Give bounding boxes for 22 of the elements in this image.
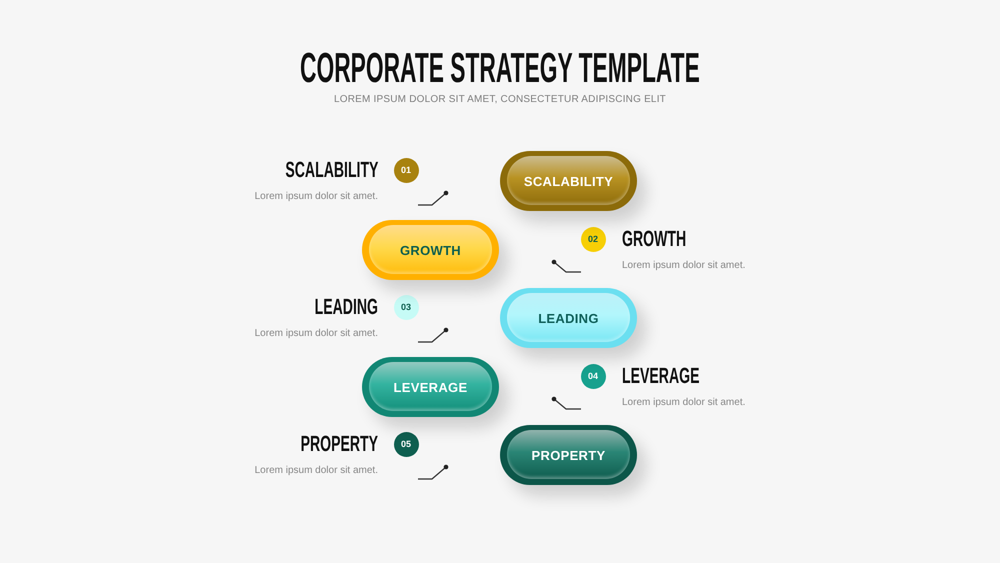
pill-badge: PROPERTY bbox=[500, 425, 637, 485]
number-badge: 05 bbox=[394, 432, 418, 456]
pill-badge: SCALABILITY bbox=[500, 151, 637, 211]
number-badge: 01 bbox=[394, 158, 418, 182]
number-badge: 04 bbox=[580, 364, 606, 388]
item-heading: SCALABILITY bbox=[284, 159, 378, 181]
pill-badge: GROWTH bbox=[362, 220, 499, 280]
pill-badge: LEADING bbox=[500, 288, 637, 348]
number-badge: 02 bbox=[580, 226, 606, 252]
item-description: Lorem ipsum dolor sit amet. bbox=[254, 328, 378, 340]
title: CORPORATE STRATEGY TEMPLATE bbox=[300, 48, 700, 88]
item-heading: LEVERAGE bbox=[622, 365, 700, 387]
item-description: Lorem ipsum dolor sit amet. bbox=[254, 465, 378, 477]
item-heading: GROWTH bbox=[622, 228, 686, 250]
item-description: Lorem ipsum dolor sit amet. bbox=[622, 397, 746, 409]
number-badge: 03 bbox=[394, 294, 418, 320]
pill-badge: LEVERAGE bbox=[362, 357, 499, 417]
item-heading: LEADING bbox=[314, 296, 378, 318]
item-heading: PROPERTY bbox=[300, 433, 378, 455]
item-description: Lorem ipsum dolor sit amet. bbox=[622, 260, 746, 272]
item-description: Lorem ipsum dolor sit amet. bbox=[254, 191, 378, 203]
subtitle: LOREM IPSUM DOLOR SIT AMET, CONSECTETUR ADIPISCING ELIT bbox=[334, 94, 666, 106]
